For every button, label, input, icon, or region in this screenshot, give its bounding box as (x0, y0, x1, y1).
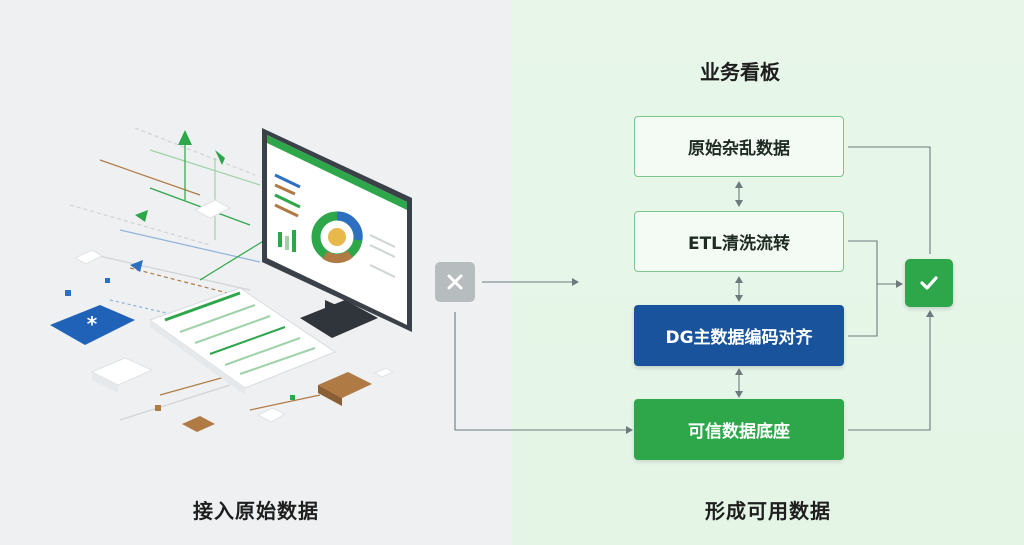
reject-button[interactable] (435, 262, 475, 302)
approve-button[interactable] (905, 259, 953, 307)
board-title: 业务看板 (700, 60, 780, 84)
left-caption: 接入原始数据 (193, 499, 319, 523)
raw-data-box: 原始杂乱数据 (634, 116, 844, 177)
trusted-data-base-box: 可信数据底座 (634, 399, 844, 460)
etl-box: ETL清洗流转 (634, 211, 844, 272)
check-icon (920, 276, 938, 290)
dg-master-data-box: DG主数据编码对齐 (634, 305, 844, 366)
right-caption: 形成可用数据 (705, 499, 831, 523)
x-icon (447, 274, 463, 290)
